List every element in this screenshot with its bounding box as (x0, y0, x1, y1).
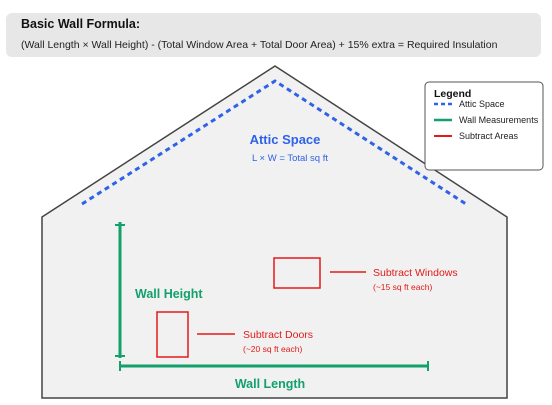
legend-item-subtract: Subtract Areas (459, 131, 519, 141)
door-subtract-box (156, 311, 189, 358)
attic-boundary-line (81, 79, 467, 206)
door-label: Subtract Doors (243, 329, 313, 341)
attic-title: Attic Space (250, 132, 321, 147)
legend: Legend Attic Space Wall Measurements Sub… (424, 81, 544, 171)
legend-item-measure: Wall Measurements (459, 115, 539, 125)
window-subtract-box (273, 257, 321, 289)
wall-length-measure (119, 361, 429, 371)
formula-text: (Wall Length × Wall Height) - (Total Win… (21, 39, 498, 51)
formula-box: Basic Wall Formula: (Wall Length × Wall … (6, 13, 541, 57)
wall-height-label: Wall Height (135, 287, 203, 301)
attic-formula: L × W = Total sq ft (252, 153, 328, 164)
window-note: (~15 sq ft each) (373, 282, 432, 292)
legend-title: Legend (434, 88, 471, 100)
window-label: Subtract Windows (373, 267, 458, 279)
door-note: (~20 sq ft each) (243, 344, 302, 354)
house-outline (41, 65, 508, 399)
legend-item-attic: Attic Space (459, 99, 505, 109)
formula-title: Basic Wall Formula: (21, 17, 141, 31)
wall-length-label: Wall Length (235, 377, 305, 391)
legend-box (424, 81, 544, 171)
wall-height-measure (115, 222, 125, 358)
